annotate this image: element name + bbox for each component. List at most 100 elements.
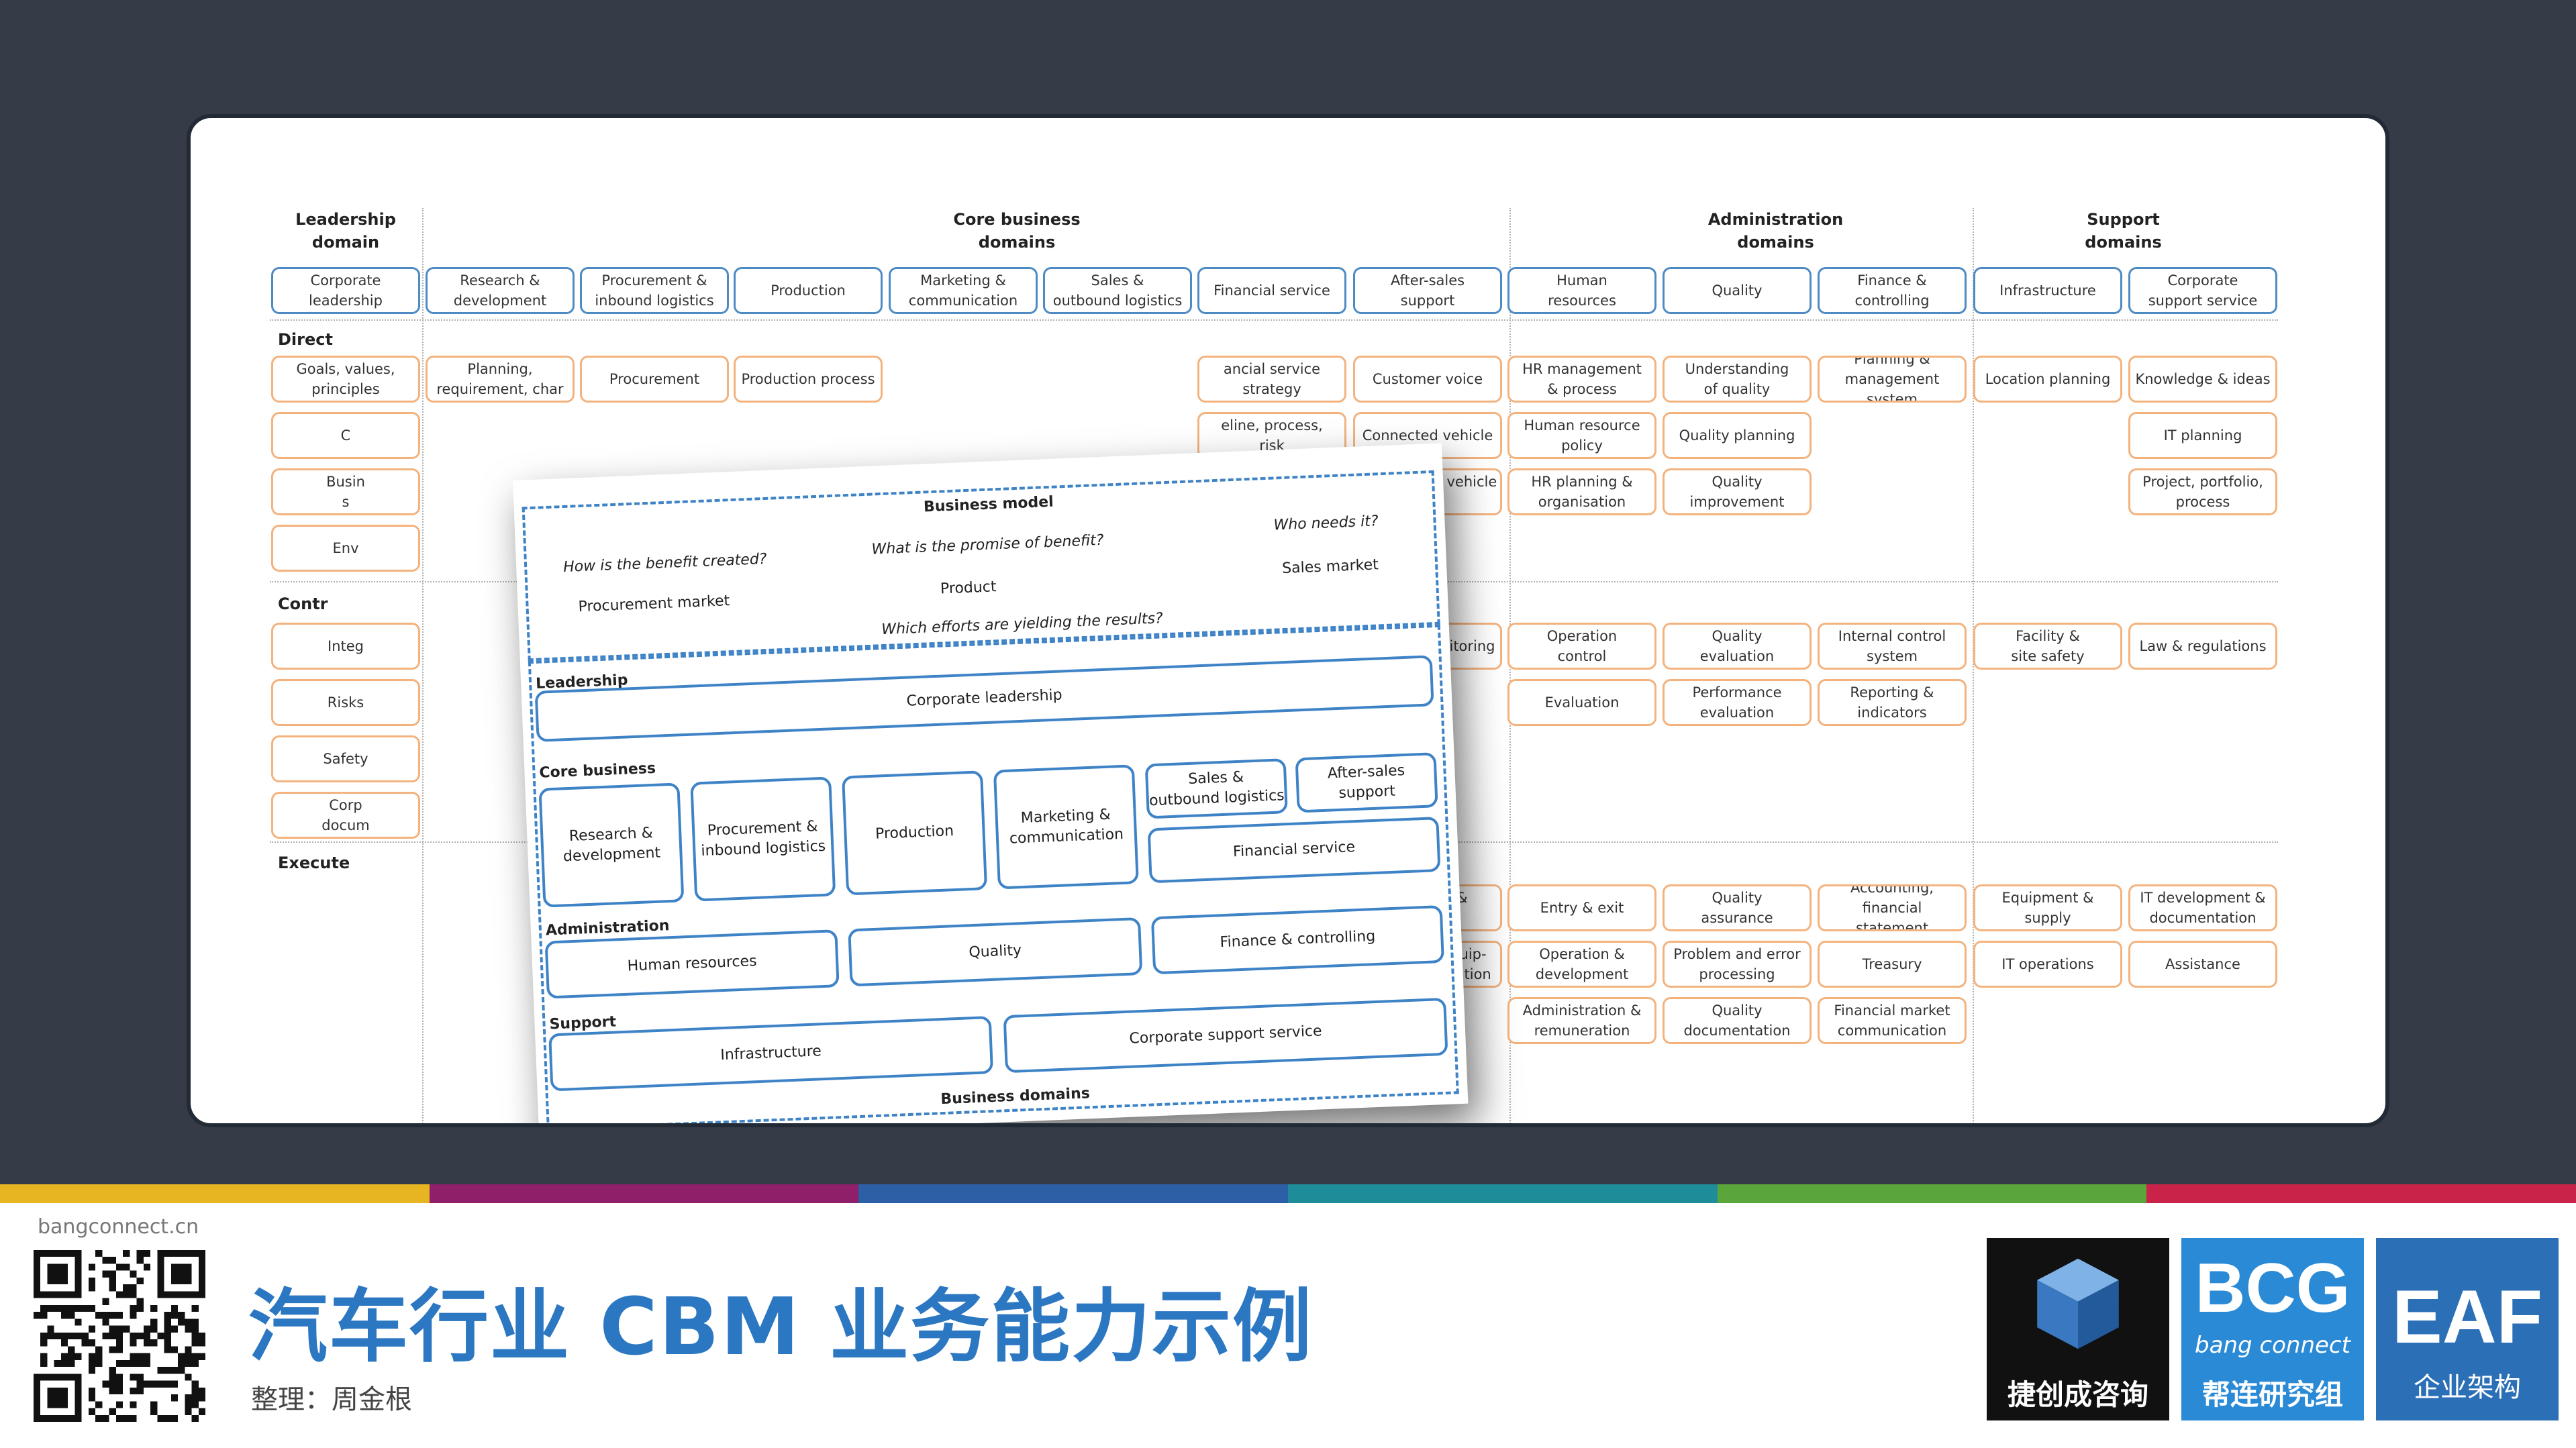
eaf-sub-text: 企业架构 [2414, 1372, 2521, 1403]
domain-cell: Research & development [426, 267, 575, 314]
capability-cell: Knowledge & ideas [2128, 356, 2277, 403]
cube-icon [2037, 1258, 2119, 1349]
row-label-0: Direct [278, 330, 333, 349]
capability-cell: Operation control [1507, 623, 1656, 670]
capability-cell: Entry & exit [1507, 884, 1656, 931]
stripe-segment-0 [0, 1184, 430, 1203]
color-stripe [0, 1184, 2576, 1203]
stripe-segment-4 [1717, 1184, 2147, 1203]
capability-cell: Procurement [580, 356, 729, 403]
domain-cell: Finance & controlling [1818, 267, 1967, 314]
capability-cell: Quality planning [1663, 412, 1812, 459]
capability-cell: Goals, values, principles [271, 356, 420, 403]
row-separator-0 [270, 319, 2278, 321]
bcg-logo-text: BCG [2195, 1249, 2350, 1327]
capability-cell: Location planning [1973, 356, 2122, 403]
content-panel: Leadership domain Core business domains Ad… [187, 114, 2389, 1127]
capability-cell: HR management & process [1507, 356, 1656, 403]
capability-cell: Facility & site safety [1973, 623, 2122, 670]
bcg-logo: BCG bang connect 帮连研究组 [2181, 1238, 2364, 1420]
row-label-2: Execute [278, 854, 350, 872]
domain-cell: Production [734, 267, 883, 314]
bcg-tagline: bang connect [2195, 1332, 2350, 1359]
capability-cell: Internal control system [1818, 623, 1967, 670]
stripe-segment-5 [2146, 1184, 2576, 1203]
domain-group-header-1: Core business domains [953, 210, 1081, 252]
capability-cell: Env [271, 525, 420, 572]
capability-cell: Planning, requirement, char [426, 356, 575, 403]
aftersales-box: After-sales support [1295, 752, 1438, 813]
capability-cell: Operation & development [1507, 941, 1656, 988]
slide-subtitle: 整理：周金根 [251, 1384, 412, 1415]
sales-box: Sales & outbound logistics [1144, 758, 1288, 819]
row-label-1: Contr [278, 594, 328, 613]
bcg-sub-text: 帮连研究组 [2201, 1378, 2343, 1411]
capability-cell: C [271, 412, 420, 459]
financial-service-box: Financial service [1147, 817, 1441, 884]
capability-cell: IT operations [1973, 941, 2122, 988]
capability-cell: Accounting, financial statement [1818, 884, 1967, 931]
domain-group-header-2: Administration domains [1707, 210, 1844, 252]
core-box-rd: Research & development [538, 782, 685, 908]
domain-group-header-3: Support domains [2085, 210, 2162, 252]
slide-title: 汽车行业 CBM 业务能力示例 [248, 1280, 1314, 1373]
capability-cell: Equipment & supply [1973, 884, 2122, 931]
capability-cell: Quality assurance [1663, 884, 1812, 931]
core-box-procurement: Procurement & inbound logistics [690, 776, 836, 902]
capability-cell: Human resource policy [1507, 412, 1656, 459]
slide-footer: bangconnect.cn 汽车行业 CBM 业务能力示例 整理：周金根 捷创… [0, 1203, 2576, 1448]
domain-cell: Corporate leadership [271, 267, 420, 314]
capability-cell: Customer voice [1353, 356, 1502, 403]
domain-cell: Sales & outbound logistics [1043, 267, 1192, 314]
domain-cell: Infrastructure [1973, 267, 2122, 314]
capability-cell: Quality documentation [1663, 997, 1812, 1044]
capability-cell: Production process [734, 356, 883, 403]
product-label: Product [940, 578, 997, 598]
capability-cell: Assistance [2128, 941, 2277, 988]
support-label: Support [549, 1013, 617, 1033]
qr-code-icon [34, 1250, 205, 1422]
stripe-segment-2 [858, 1184, 1289, 1203]
capability-cell: HR planning & organisation [1507, 468, 1656, 515]
capability-cell: Understanding of quality [1663, 356, 1812, 403]
capability-cell: Performance evaluation [1663, 679, 1812, 726]
capability-cell: Reporting & indicators [1818, 679, 1967, 726]
capability-cell: Quality evaluation [1663, 623, 1812, 670]
capability-cell: Risks [271, 679, 420, 726]
domain-cell: Financial service [1197, 267, 1346, 314]
capability-cell: Project, portfolio, process [2128, 468, 2277, 515]
capability-cell: Planning & management system [1818, 356, 1967, 403]
domain-cell: Marketing & communication [889, 267, 1038, 314]
admin-box-finance: Finance & controlling [1150, 904, 1444, 975]
site-url: bangconnect.cn [38, 1215, 199, 1239]
capability-cell: Quality improvement [1663, 468, 1812, 515]
capability-cell: Integ [271, 623, 420, 670]
core-box-marketing: Marketing & communication [993, 764, 1139, 890]
domain-cell: Human resources [1507, 267, 1656, 314]
capability-cell: Corp docum [271, 792, 420, 839]
capability-cell: Busin s [271, 468, 420, 515]
domain-cell: Procurement & inbound logistics [580, 267, 729, 314]
eaf-logo: EAF 企业架构 [2376, 1238, 2559, 1420]
capability-cell: IT planning [2128, 412, 2277, 459]
group-separator-0 [422, 208, 424, 1123]
group-separator-2 [1973, 208, 1974, 1123]
capability-cell: Evaluation [1507, 679, 1656, 726]
domain-group-header-0: Leadership domain [295, 210, 396, 252]
capability-cell: Financial market communication [1818, 997, 1967, 1044]
domain-cell: After-sales support [1353, 267, 1502, 314]
domain-cell: Quality [1663, 267, 1812, 314]
stripe-segment-3 [1288, 1184, 1718, 1203]
domain-cell: Corporate support service [2128, 267, 2277, 314]
stripe-segment-1 [429, 1184, 859, 1203]
capability-cell: Treasury [1818, 941, 1967, 988]
jcc-logo-text: 捷创成咨询 [2007, 1378, 2148, 1411]
capability-cell: Problem and error processing [1663, 941, 1812, 988]
capability-cell: Safety [271, 735, 420, 782]
admin-box-hr: Human resources [544, 929, 840, 999]
jcc-logo: 捷创成咨询 [1987, 1238, 2169, 1420]
business-model-card: Business model How is the benefit create… [513, 443, 1469, 1123]
capability-cell: Law & regulations [2128, 623, 2277, 670]
admin-box-quality: Quality [848, 917, 1143, 987]
core-box-production: Production [842, 770, 988, 896]
